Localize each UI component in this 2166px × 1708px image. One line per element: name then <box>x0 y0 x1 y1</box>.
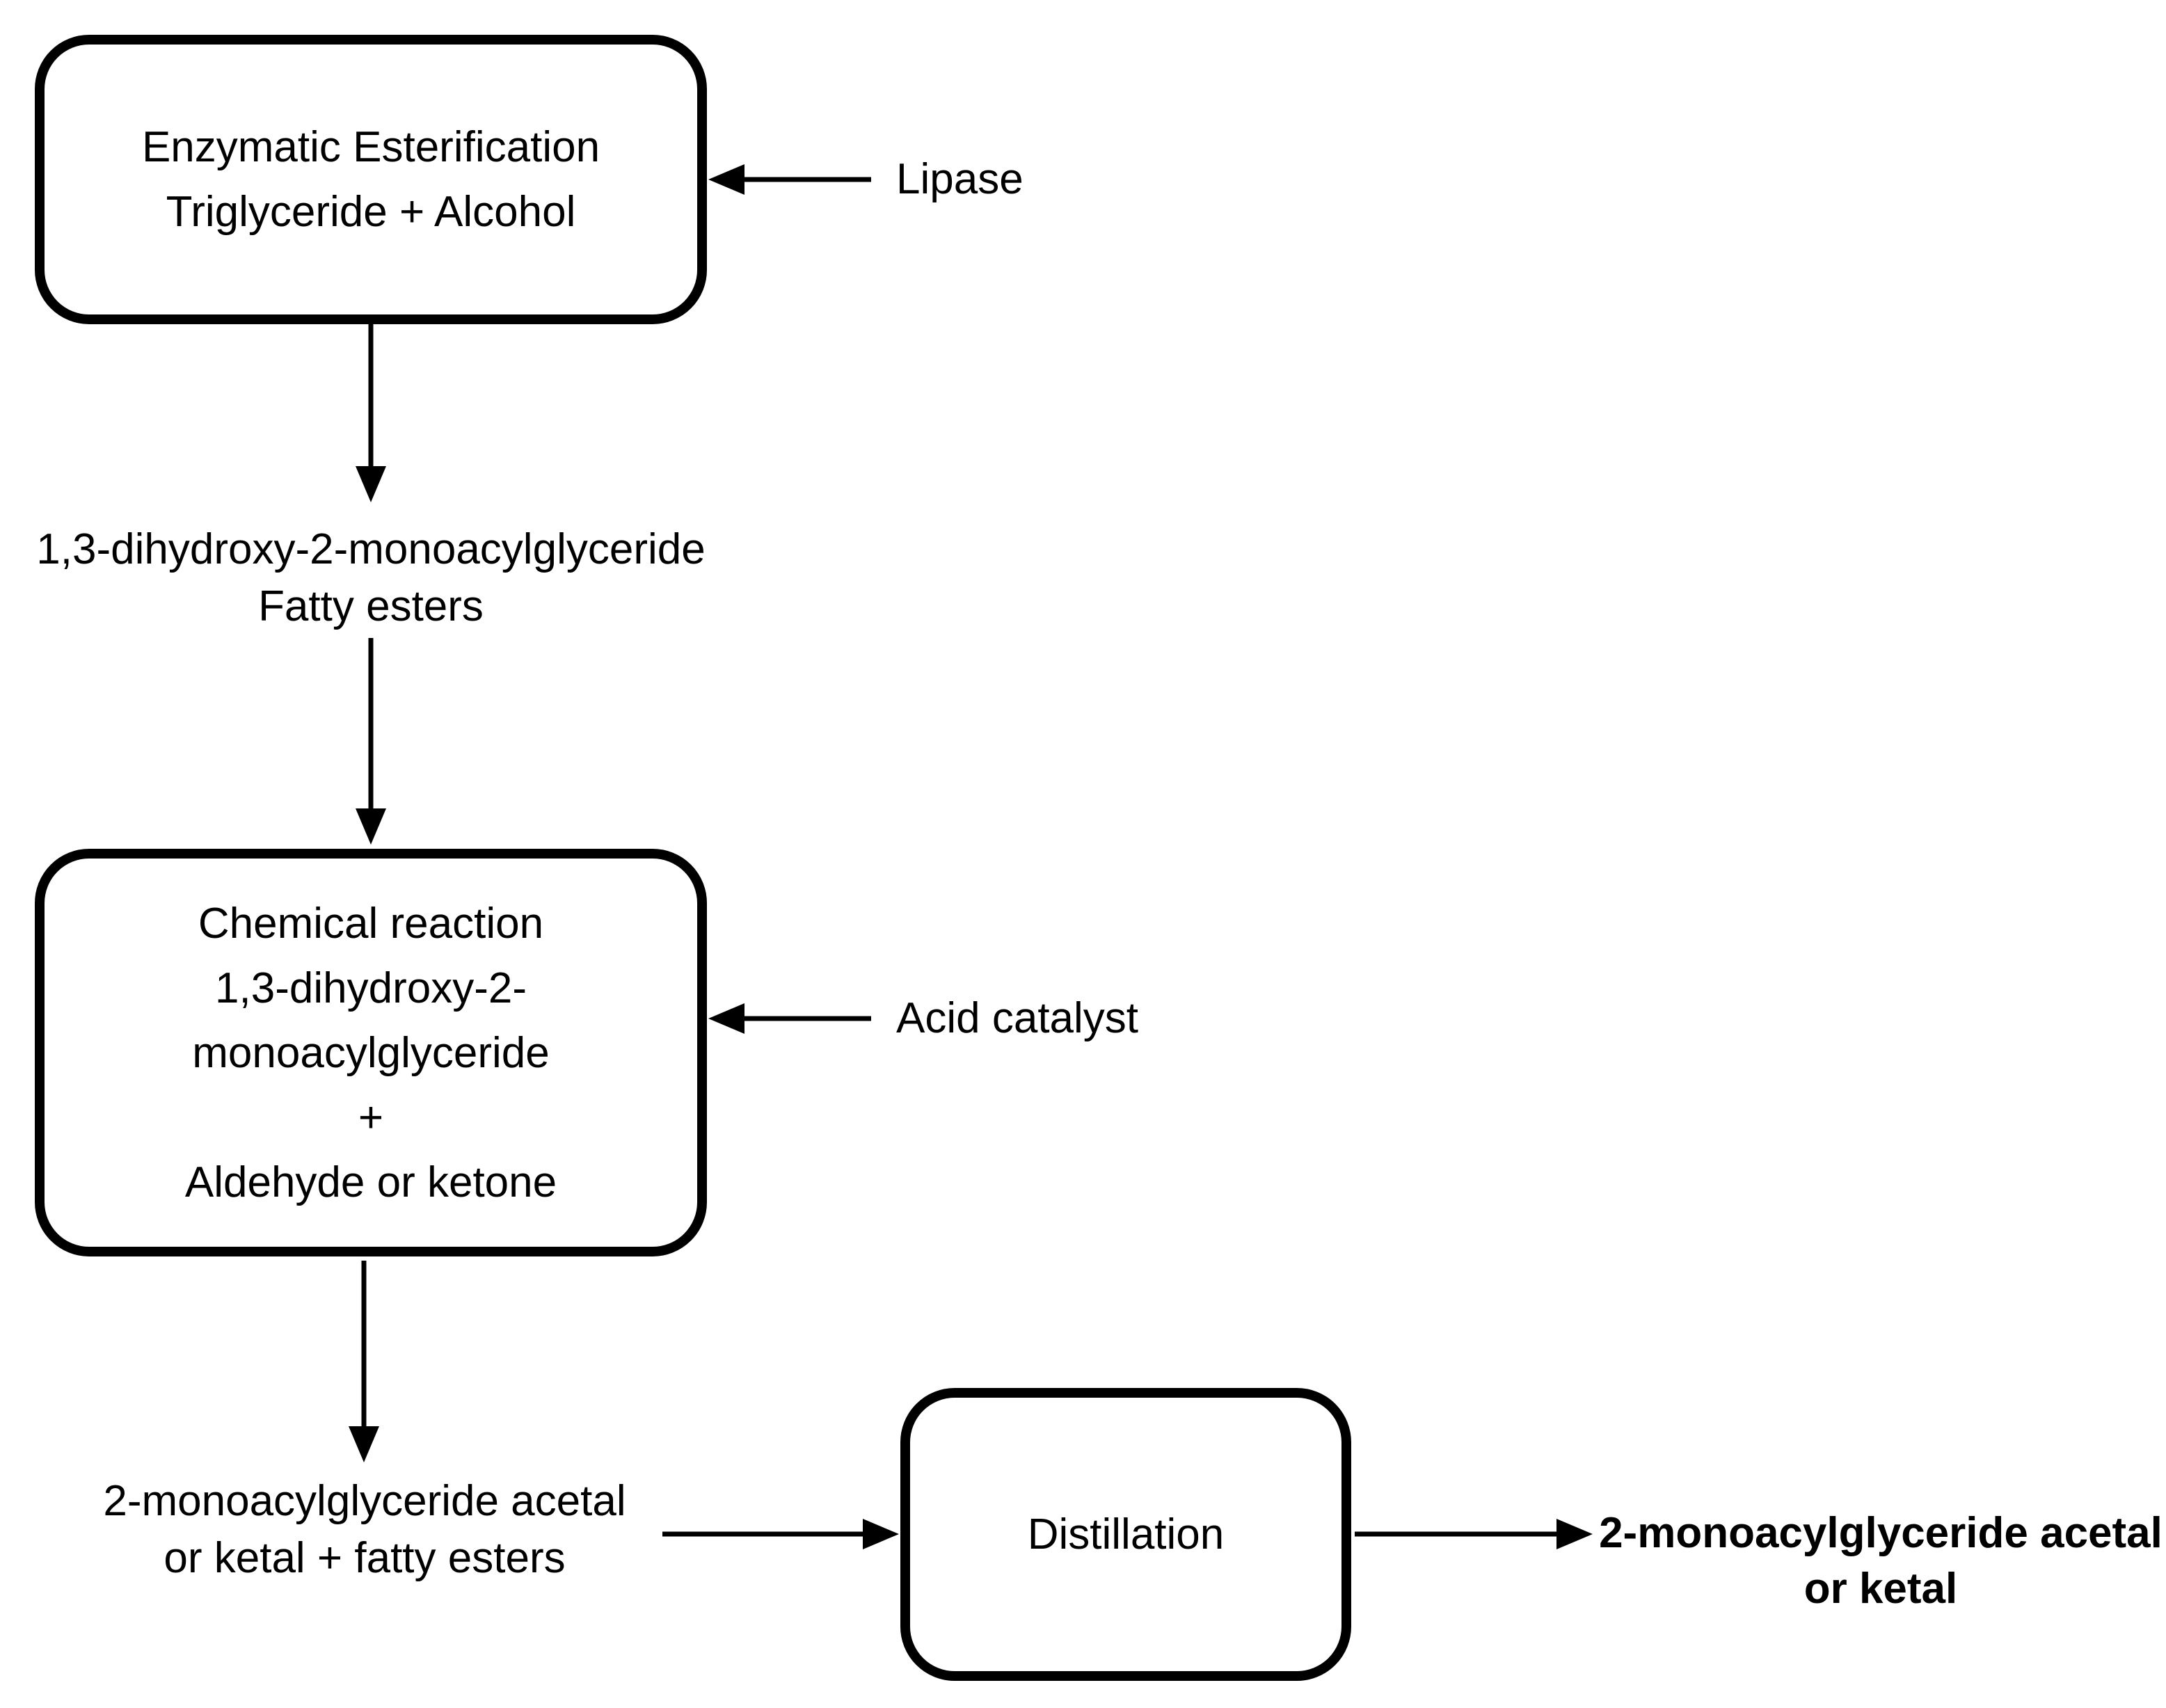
input-label-acid-catalyst: Acid catalyst <box>896 994 1139 1042</box>
arrow-intermediate1-to-chemical-box <box>356 638 386 845</box>
arrowhead-left-icon <box>708 164 744 195</box>
arrow-intermediate2-to-distillation <box>662 1519 899 1549</box>
intermediate-text-line: 1,3-dihydroxy-2-monoacylglyceride <box>36 525 706 573</box>
input-label-lipase: Lipase <box>896 155 1024 203</box>
process-box-enzymatic-esterification: Enzymatic Esterification Triglyceride + … <box>35 35 707 324</box>
process-box-chemical-reaction: Chemical reaction 1,3-dihydroxy-2- monoa… <box>35 849 707 1256</box>
intermediate-text-line: 2-monoacylglyceride acetal <box>103 1477 626 1525</box>
intermediate-label-monoacylglyceride-acetal: 2-monoacylglyceride acetal or ketal + fa… <box>17 1473 712 1587</box>
arrowhead-down-icon <box>356 466 386 502</box>
arrow-chemical-to-intermediate2 <box>349 1261 379 1462</box>
arrowhead-down-icon <box>349 1426 379 1462</box>
box-text-line: + <box>358 1093 384 1142</box>
product-text-line: 2-monoacylglyceride acetal <box>1599 1509 2163 1557</box>
product-text-line: or ketal <box>1803 1565 1958 1613</box>
box-text-line: monoacylglyceride <box>192 1028 550 1077</box>
final-product-label: 2-monoacylglyceride acetal or ketal <box>1593 1506 2166 1617</box>
process-box-distillation: Distillation <box>900 1388 1351 1681</box>
arrowhead-right-icon <box>1556 1519 1593 1549</box>
box-text-line: Aldehyde or ketone <box>184 1158 557 1206</box>
intermediate-label-dihydroxy-monoacylglyceride: 1,3-dihydroxy-2-monoacylglyceride Fatty … <box>23 521 719 635</box>
arrow-acid-catalyst-to-chemical-box <box>708 1003 871 1034</box>
arrowhead-left-icon <box>708 1003 744 1034</box>
box-text-line: Chemical reaction <box>198 899 544 948</box>
arrowhead-right-icon <box>863 1519 899 1549</box>
intermediate-text-line: Fatty esters <box>258 582 484 630</box>
box-text-line: 1,3-dihydroxy-2- <box>215 964 527 1012</box>
arrowhead-down-icon <box>356 808 386 845</box>
box-text-line: Triglyceride + Alcohol <box>166 188 576 236</box>
arrow-distillation-to-product <box>1355 1519 1593 1549</box>
box-text-line: Enzymatic Esterification <box>141 123 600 171</box>
arrow-enzymatic-to-intermediate1 <box>356 324 386 502</box>
arrow-lipase-to-enzymatic-box <box>708 164 871 195</box>
intermediate-text-line: or ketal + fatty esters <box>164 1534 566 1582</box>
box-text-line: Distillation <box>1027 1510 1225 1558</box>
